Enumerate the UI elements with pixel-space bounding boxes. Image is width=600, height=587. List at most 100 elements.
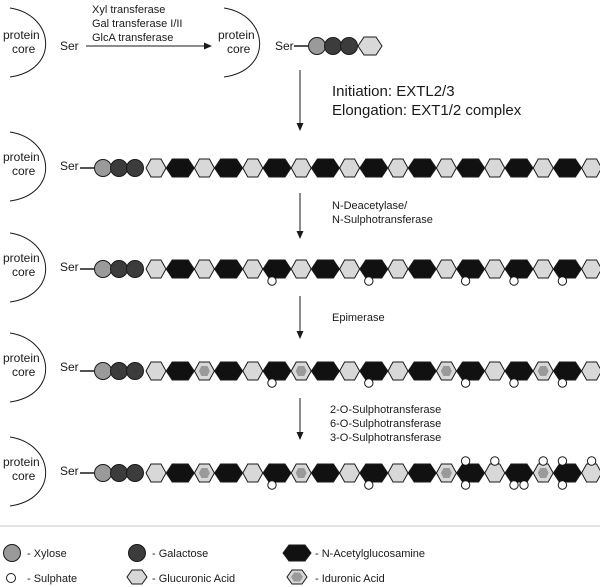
- glucuronic-acid-residue: [290, 259, 312, 279]
- sulphate-group: [557, 456, 568, 466]
- protein-core-shape: [223, 7, 261, 78]
- glucuronic-acid-residue: [435, 259, 457, 279]
- iduronic-acid-marker: [537, 468, 549, 478]
- glcnac-residue: [262, 361, 292, 381]
- sulphate-group: [557, 378, 568, 388]
- sulphate-group: [538, 456, 548, 466]
- sulphate-group: [460, 480, 471, 490]
- glcnac-residue: [213, 158, 244, 178]
- glcnac-residue: [455, 158, 486, 178]
- row2-chain: protein core Ser: [3, 131, 600, 202]
- step5-label-6o: 6-O-Sulphotransferase: [330, 418, 441, 430]
- glcnac-residue: [455, 463, 486, 483]
- glucuronic-acid-residue: [339, 361, 361, 381]
- protein-core-label-line2: core: [12, 365, 36, 379]
- iduronic-acid-marker: [295, 468, 307, 478]
- serine-label: Ser: [60, 159, 79, 173]
- serine-label: Ser: [60, 464, 79, 478]
- step2-label-initiation: Initiation: EXTL2/3: [332, 83, 455, 100]
- sulphate-group: [586, 456, 597, 466]
- step5-arrowhead: [296, 432, 304, 440]
- glcnac-residue: [407, 361, 437, 381]
- step4-label-epimerase: Epimerase: [332, 312, 385, 324]
- glucuronic-acid-residue: [357, 36, 383, 56]
- glucuronic-acid-residue: [484, 361, 506, 381]
- sulphate-group: [267, 480, 277, 490]
- galactose-residue: [324, 37, 342, 55]
- glcnac-residue: [165, 259, 195, 279]
- row5-chain: protein core Ser: [3, 436, 600, 507]
- protein-core-label-line1: protein: [3, 351, 40, 365]
- step1-label-xyl: Xyl transferase: [92, 4, 165, 16]
- galactose-residue: [110, 464, 128, 482]
- glcnac-residue: [504, 259, 534, 279]
- chain-row4-residues: [80, 361, 600, 388]
- iduronic-acid-marker: [440, 468, 452, 478]
- glucuronic-acid-residue: [145, 463, 167, 483]
- sulphate-group: [460, 276, 471, 286]
- legend-galactose-symbol: [128, 544, 146, 562]
- protein-core-shape: [9, 436, 47, 507]
- galactose-residue: [110, 260, 128, 278]
- protein-core-label-line1: protein: [3, 150, 40, 164]
- glcnac-residue: [504, 361, 534, 381]
- glucuronic-acid-residue: [387, 158, 409, 178]
- row0-protein-core: protein core Ser: [3, 7, 79, 78]
- legend: - Xylose - Galactose - N-Acetylglucosami…: [0, 525, 600, 585]
- row3-chain: protein core Ser: [3, 232, 600, 303]
- chain-row3-residues: [80, 259, 600, 286]
- serine-label: Ser: [60, 260, 79, 274]
- sulphate-group: [460, 378, 471, 388]
- step1-arrowhead: [204, 42, 212, 50]
- galactose-residue: [110, 159, 128, 177]
- legend-xylose-symbol: [3, 544, 21, 562]
- step5-label-2o: 2-O-Sulphotransferase: [330, 404, 441, 416]
- sulphate-group: [267, 276, 277, 286]
- glucuronic-acid-residue: [532, 259, 554, 279]
- galactose-residue: [126, 362, 144, 380]
- glucuronic-acid-residue: [242, 463, 264, 483]
- glucuronic-acid-residue: [242, 259, 264, 279]
- step5: 2-O-Sulphotransferase 6-O-Sulphotransfer…: [296, 398, 441, 444]
- galactose-residue: [126, 159, 144, 177]
- glcnac-residue: [359, 361, 389, 381]
- xylose-residue: [308, 37, 326, 55]
- protein-core-label-line2: core: [12, 164, 36, 178]
- glucuronic-acid-residue: [581, 158, 600, 178]
- glcnac-residue: [552, 361, 583, 381]
- iduronic-acid-marker: [295, 366, 307, 376]
- legend-glca-label: - Glucuronic Acid: [152, 573, 235, 585]
- protein-core-label-line2: core: [227, 42, 251, 56]
- glcnac-residue: [310, 259, 341, 279]
- glucuronic-acid-residue: [145, 158, 167, 178]
- sulphate-group: [490, 456, 500, 466]
- iduronic-acid-marker: [198, 468, 210, 478]
- step2-label-elongation: Elongation: EXT1/2 complex: [332, 102, 522, 119]
- step5-label-3o: 3-O-Sulphotransferase: [330, 432, 441, 444]
- legend-glca-symbol: [126, 569, 148, 585]
- xylose-residue: [94, 362, 112, 380]
- step3: N-Deacetylase/ N-Sulphotransferase: [296, 193, 433, 239]
- sulphate-group: [509, 276, 519, 286]
- legend-sulphate-symbol: [6, 573, 16, 583]
- glucuronic-acid-residue: [484, 463, 506, 483]
- glcnac-residue: [165, 361, 195, 381]
- glcnac-residue: [359, 158, 389, 178]
- glcnac-residue: [165, 463, 195, 483]
- protein-core-label-line2: core: [12, 42, 36, 56]
- protein-core-shape: [9, 232, 47, 303]
- xylose-residue: [94, 464, 112, 482]
- serine-label: Ser: [60, 360, 79, 374]
- protein-core-shape: [9, 332, 47, 403]
- sulphate-group: [509, 480, 519, 490]
- glcnac-residue: [359, 259, 389, 279]
- galactose-residue: [126, 260, 144, 278]
- glucuronic-acid-residue: [339, 158, 361, 178]
- glcnac-residue: [213, 259, 244, 279]
- glucuronic-acid-residue: [387, 463, 409, 483]
- glucuronic-acid-residue: [484, 259, 506, 279]
- legend-idoa-inner: [291, 572, 303, 582]
- sulphate-group: [364, 480, 374, 490]
- legend-idoa-label: - Iduronic Acid: [315, 573, 385, 585]
